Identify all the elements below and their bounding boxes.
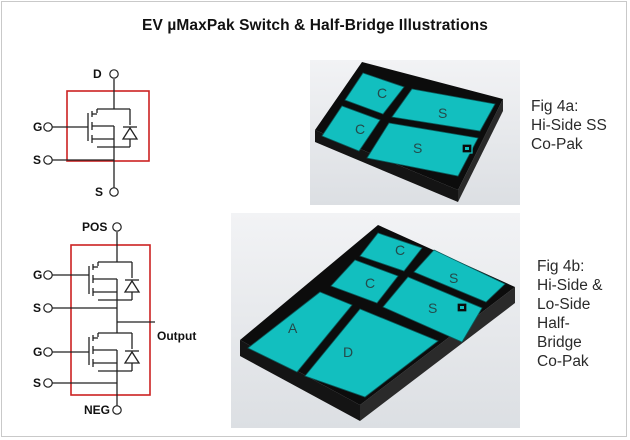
gate-label: G (33, 120, 42, 134)
source-terminal-top (43, 155, 53, 165)
pos-terminal (112, 222, 122, 232)
fig4b-pad-c1 (359, 232, 423, 272)
fig4b-pad-d (304, 308, 439, 398)
fig4b-package-side-right (360, 287, 515, 421)
output-label: Output (157, 329, 196, 343)
gate-high-label: G (33, 268, 42, 282)
switch-package-outline (66, 90, 150, 162)
gate-terminal (43, 122, 53, 132)
fig4a-pad-label-c1: C (377, 85, 387, 101)
pos-label: POS (82, 220, 107, 234)
gate-low-label: G (33, 345, 42, 359)
fig4a-pad-s2 (366, 122, 479, 177)
half-bridge-body-diodes (123, 279, 141, 364)
switch-schematic (52, 79, 150, 188)
fig4b-package-side-left (240, 340, 360, 421)
fig4a-pad-c2 (321, 105, 381, 152)
gate-high-terminal (43, 270, 53, 280)
drain-label: D (93, 67, 102, 81)
source-high-terminal (43, 303, 53, 313)
fig4b-pad-label-c1: C (395, 242, 405, 258)
fig4b-caption: Fig 4b: Hi-Side & Lo-Side Half- Bridge C… (537, 257, 602, 371)
fig4a-pad-label-s1: S (438, 105, 447, 121)
fig4a-pad-c1 (344, 72, 405, 115)
source-terminal-bottom (109, 187, 119, 197)
fig4a-pad-s1 (391, 88, 496, 132)
source-high-label: S (33, 301, 41, 315)
neg-terminal (112, 405, 122, 415)
fig4a-caption: Fig 4a: Hi-Side SS Co-Pak (531, 97, 607, 154)
neg-label: NEG (84, 403, 110, 417)
fig4a-render: C S C S (310, 60, 520, 205)
fig4b-pad-label-d: D (343, 344, 353, 360)
page-title: EV µMaxPak Switch & Half-Bridge Illustra… (142, 17, 488, 34)
fig4b-pad-label-s2: S (428, 300, 437, 316)
fig4b-pad-label-s1: S (449, 270, 458, 286)
fig4b-caption-line: Hi-Side & (537, 277, 603, 294)
source-label-bottom: S (95, 185, 103, 199)
fig4b-caption-line: Half- (537, 315, 570, 332)
fig4b-pad-label-a: A (288, 320, 298, 336)
fig4b-caption-line: Fig 4b: (537, 258, 585, 275)
fig4a-caption-line: Hi-Side SS (531, 117, 607, 134)
fig4b-render: C C S S A D (231, 213, 520, 428)
gate-low-terminal (43, 347, 53, 357)
fig4a-caption-line: Fig 4a: (531, 98, 579, 115)
fig4a-pad-label-s2: S (413, 140, 422, 156)
fig4b-caption-line: Bridge (537, 334, 582, 351)
fig4b-pad-c2 (330, 259, 399, 304)
fig4b-caption-line: Co-Pak (537, 353, 589, 370)
source-low-label: S (33, 376, 41, 390)
switch-body-diode (121, 126, 139, 140)
fig4a-pad-label-c2: C (355, 121, 365, 137)
fig4b-caption-line: Lo-Side (537, 296, 591, 313)
half-bridge-package-outline (70, 244, 151, 396)
drain-terminal (109, 69, 119, 79)
fig4a-package-side-right (458, 99, 503, 202)
fig4a-caption-line: Co-Pak (531, 136, 583, 153)
source-low-terminal (43, 378, 53, 388)
fig4b-pad-label-c2: C (365, 275, 375, 291)
fig4b-pad-s1 (413, 249, 506, 303)
source-label-top: S (33, 153, 41, 167)
fig4b-pad-s2 (382, 276, 483, 343)
half-bridge-schematic (52, 232, 155, 406)
fig4b-pad-a (247, 291, 353, 373)
